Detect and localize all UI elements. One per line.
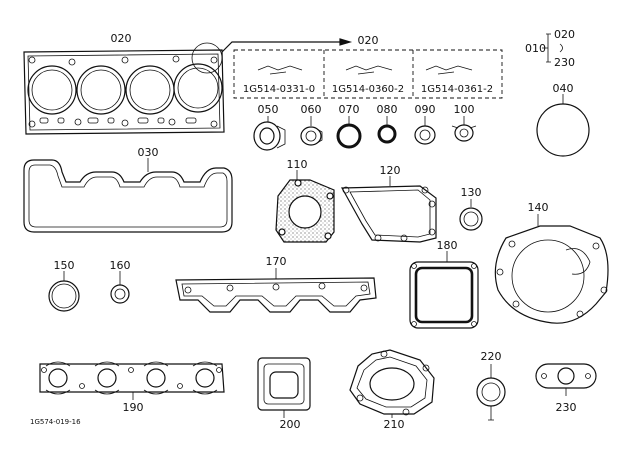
range-bracket-010: [542, 33, 563, 63]
label-140: 140: [528, 201, 549, 214]
oil-cooler-gasket: [409, 251, 479, 329]
seal-130: [459, 199, 483, 231]
seal-100: [451, 116, 477, 142]
rocker-cover-gasket: [23, 158, 233, 233]
turbocharger-gasket: [349, 349, 435, 418]
label-010: 010: [525, 42, 546, 55]
oil-seal-050: [253, 116, 286, 151]
label-180: 180: [437, 239, 458, 252]
intake-elbow-gasket: [275, 170, 335, 243]
o-ring-070: [336, 116, 362, 149]
label-130: 130: [461, 186, 482, 199]
o-ring-large: [536, 103, 590, 157]
washer-090: [414, 116, 436, 145]
intake-manifold-gasket: [175, 268, 377, 313]
label-190: 190: [123, 401, 144, 414]
label-150: 150: [54, 259, 75, 272]
label-120: 120: [380, 164, 401, 177]
label-210: 210: [384, 418, 405, 431]
label-160: 160: [110, 259, 131, 272]
gasket-230: [535, 363, 597, 396]
label-010-from: 020: [554, 28, 575, 41]
drawing-id: 1G574-019-16: [30, 418, 81, 426]
label-110: 110: [287, 158, 308, 171]
cylinder-head-gasket: [23, 38, 353, 135]
part-number-3: 1G514-0361-2: [421, 84, 493, 95]
label-070: 070: [339, 103, 360, 116]
label-020-box: 020: [358, 34, 379, 47]
label-050: 050: [258, 103, 279, 116]
label-060: 060: [301, 103, 322, 116]
o-ring-080: [377, 116, 397, 144]
label-090: 090: [415, 103, 436, 116]
label-030: 030: [138, 146, 159, 159]
o-ring-150: [48, 271, 80, 312]
exhaust-flange-gasket: [257, 357, 311, 418]
part-number-boxes: [233, 49, 503, 99]
label-230: 230: [556, 401, 577, 414]
part-number-2: 1G514-0360-2: [332, 84, 404, 95]
thermostat-cover-gasket: [340, 176, 437, 243]
seal-160: [110, 271, 130, 304]
label-040: 040: [553, 82, 574, 95]
gasket-220: [476, 364, 506, 421]
label-100: 100: [454, 103, 475, 116]
label-020-head: 020: [111, 32, 132, 45]
label-080: 080: [377, 103, 398, 116]
part-number-1: 1G514-0331-0: [243, 84, 315, 95]
oil-seal-060: [300, 116, 323, 146]
exhaust-manifold-gasket: [39, 361, 225, 400]
label-010-to: 230: [554, 56, 575, 69]
water-pump-gasket: [494, 214, 609, 324]
label-200: 200: [280, 418, 301, 431]
label-220: 220: [481, 350, 502, 363]
label-170: 170: [266, 255, 287, 268]
